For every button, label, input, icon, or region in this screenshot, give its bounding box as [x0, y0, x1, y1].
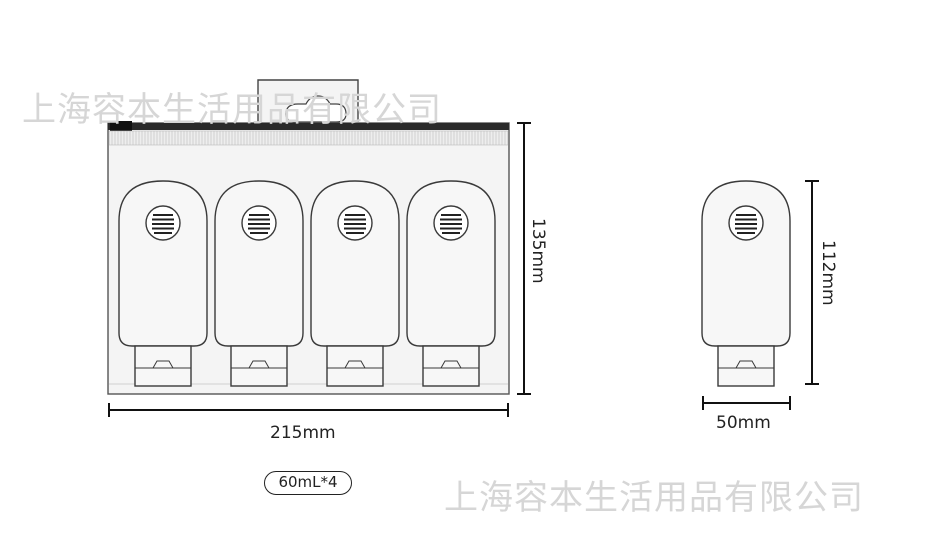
- capacity-badge: 60mL*4: [264, 471, 352, 495]
- pack-height-dimension: [517, 122, 531, 395]
- watermark-bottom: 上海容本生活用品有限公司: [444, 478, 864, 518]
- bottle-width-dimension: [702, 396, 791, 410]
- zipper-track: [108, 123, 509, 130]
- bottle-height-label: 112mm: [818, 240, 838, 306]
- bottle-width-label: 50mm: [716, 413, 771, 433]
- pack-width-dimension: [108, 403, 509, 417]
- pack-width-label: 215mm: [270, 423, 336, 443]
- bottle-height-dimension: [805, 180, 819, 385]
- pack-height-label: 135mm: [528, 218, 548, 284]
- hang-hole: [285, 95, 347, 123]
- zipper-slider: [110, 121, 132, 132]
- seal-strip: [108, 130, 509, 146]
- watermark-top: 上海容本生活用品有限公司: [22, 90, 442, 130]
- single-bottle: [701, 180, 791, 387]
